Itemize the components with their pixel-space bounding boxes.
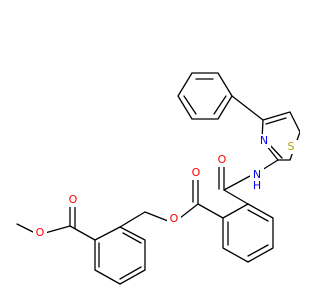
- thiazole-sulfur: S: [288, 140, 295, 153]
- thiazole-double-1: [265, 117, 287, 125]
- right-ring-double-1: [247, 209, 269, 222]
- ester2-carbonyl-oxygen: O: [192, 166, 201, 179]
- bond-ester2-ether: [179, 203, 199, 219]
- left-ring: [94, 226, 146, 285]
- ester2-ether-oxygen: O: [170, 212, 179, 225]
- bond-ester1-ether: [44, 225, 71, 234]
- thiazole-nitrogen: N: [260, 134, 268, 147]
- bond-n-thiazole: [261, 159, 279, 171]
- bond-lines: [16, 72, 300, 285]
- right-ring: [222, 203, 274, 263]
- top-phenyl-double-2: [183, 95, 197, 115]
- left-ring-double-1: [122, 232, 142, 244]
- bond-phenyl-thiazole: [231, 95, 264, 121]
- amide-oxygen: O: [218, 153, 227, 166]
- top-phenyl-double-3: [213, 95, 227, 115]
- left-ring-double-2: [119, 266, 142, 280]
- bond-amide-n: [223, 175, 251, 191]
- bond-benzyl: [119, 211, 146, 228]
- bond-methyl: [16, 223, 36, 234]
- right-ring-double-2: [247, 244, 269, 257]
- top-phenyl-ring: [177, 72, 233, 120]
- amide-hydrogen: H: [253, 179, 261, 192]
- atom-labels: O O O O O N H N S: [33, 134, 298, 239]
- ester1-ether-oxygen: O: [36, 226, 45, 239]
- bond-amide-carbon: [223, 189, 249, 205]
- ester1-carbonyl-oxygen: O: [69, 193, 78, 206]
- bond-ester2-ring: [197, 203, 224, 219]
- bond-benzyl-o: [144, 211, 169, 222]
- bond-ester1-ring: [69, 225, 96, 241]
- molecule-structure: O O O O O N H N S: [16, 72, 300, 285]
- amide-nitrogen: N: [253, 168, 261, 181]
- molecule-canvas: O O O O O N H N S: [16, 72, 300, 285]
